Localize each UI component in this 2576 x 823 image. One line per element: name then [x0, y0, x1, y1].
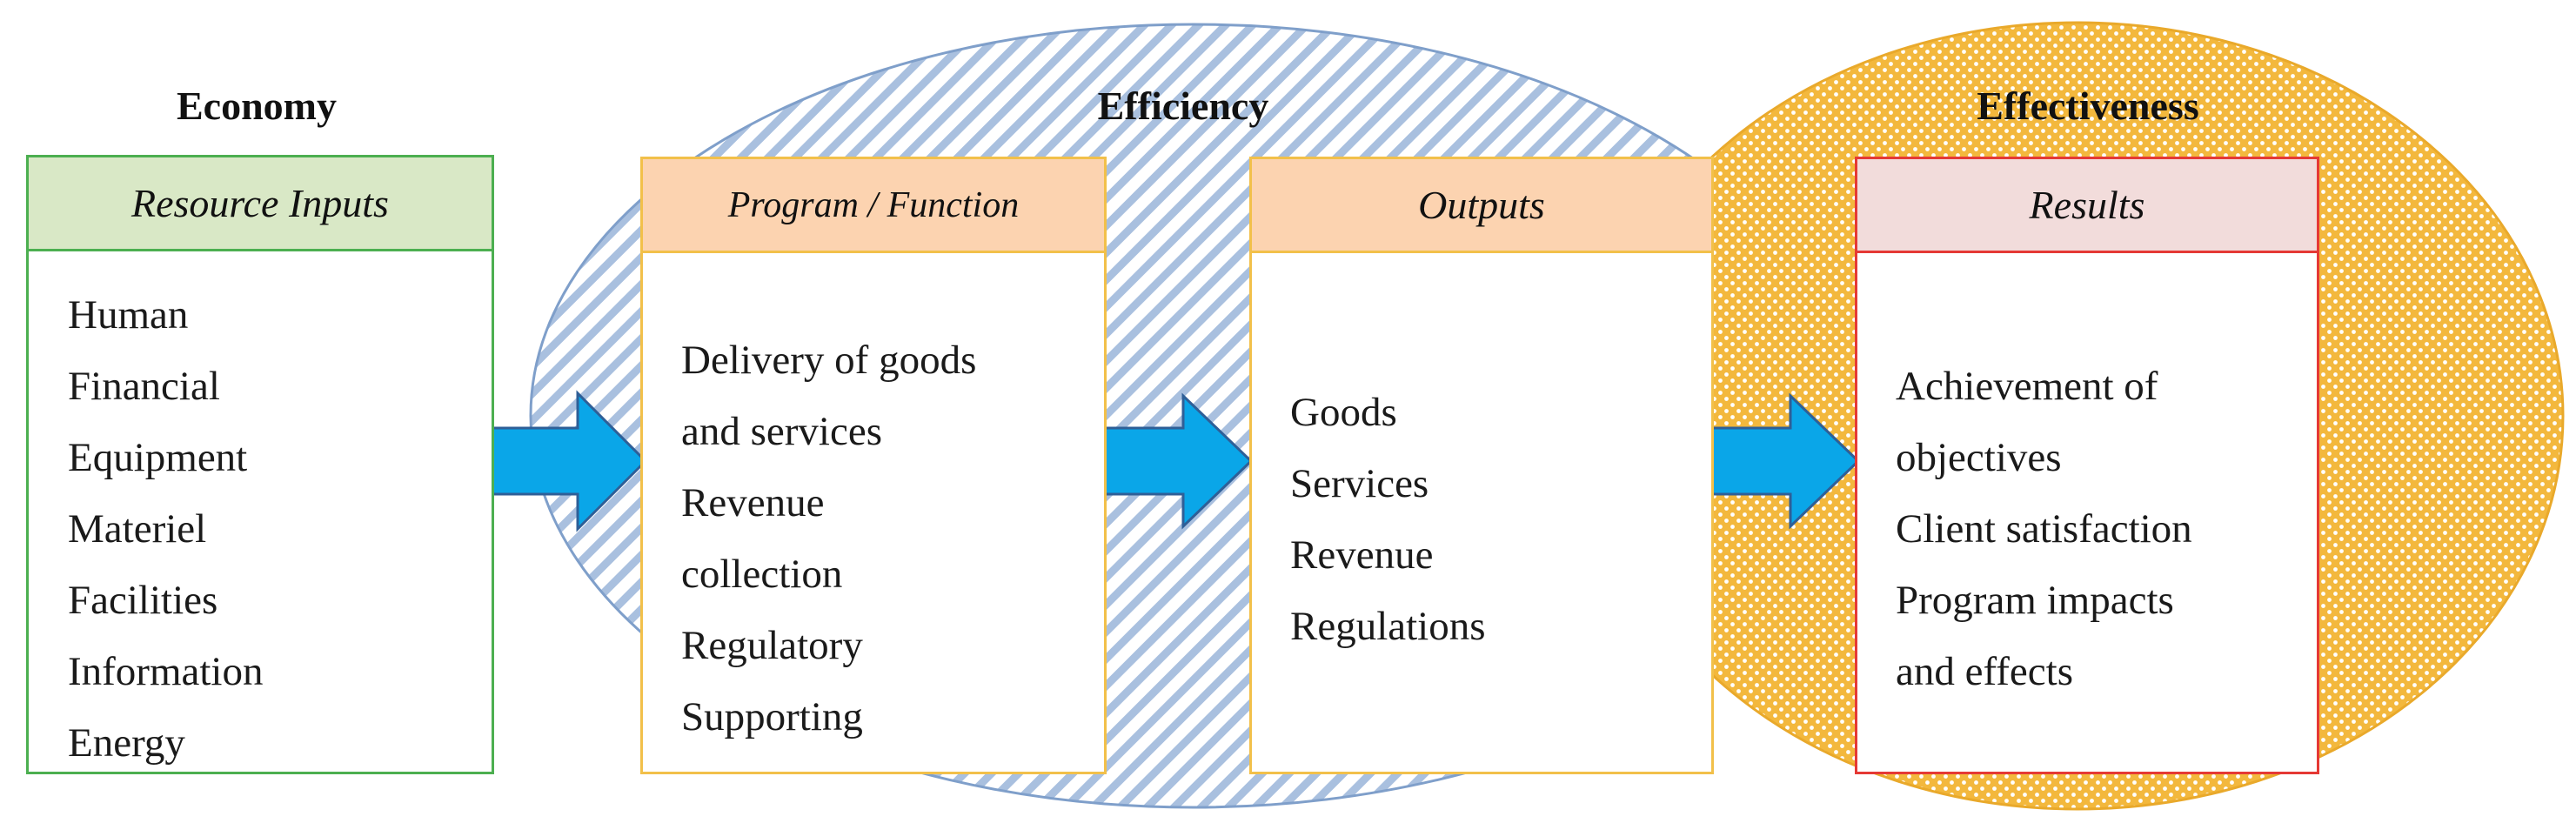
list-item: Human [68, 292, 189, 338]
list-item: Equipment [68, 435, 248, 480]
outputs-list: Goods Services Revenue Regulations [1252, 377, 1711, 662]
list-item: Energy [68, 720, 185, 766]
outputs-box: Outputs Goods Services Revenue Regulatio… [1249, 157, 1714, 774]
list-item: Financial [68, 364, 220, 409]
arrow-program-to-outputs [1101, 392, 1254, 530]
list-item: Program impacts [1896, 578, 2174, 623]
arrow-outputs-to-results [1709, 392, 1861, 530]
arrow-inputs-to-program [489, 390, 648, 532]
list-item: Facilities [68, 578, 218, 623]
list-item: Regulations [1290, 604, 1486, 649]
list-item: Information [68, 649, 264, 694]
list-item: Goods [1290, 390, 1397, 435]
list-item: Delivery of goods [681, 338, 977, 383]
results-list: Achievement of objectives Client satisfa… [1857, 351, 2317, 707]
program-function-title: Program / Function [643, 159, 1104, 253]
program-function-list: Delivery of goods and services Revenue c… [643, 325, 1104, 753]
list-item: Achievement of [1896, 364, 2158, 409]
list-item: Revenue [681, 480, 825, 525]
list-item: and services [681, 409, 882, 454]
results-box: Results Achievement of objectives Client… [1855, 157, 2319, 774]
list-item: collection [681, 552, 843, 597]
list-item: Materiel [68, 506, 207, 552]
list-item: Client satisfaction [1896, 506, 2192, 552]
outputs-title: Outputs [1252, 159, 1711, 253]
economy-heading: Economy [177, 84, 337, 128]
list-item: Supporting [681, 694, 863, 739]
list-item: Services [1290, 461, 1429, 506]
list-item: and effects [1896, 649, 2073, 694]
efficiency-heading: Efficiency [1097, 84, 1269, 128]
resource-inputs-title: Resource Inputs [29, 157, 492, 251]
list-item: Regulatory [681, 623, 863, 668]
list-item: Revenue [1290, 532, 1434, 578]
resource-inputs-list: Human Financial Equipment Materiel Facil… [29, 279, 492, 779]
effectiveness-heading: Effectiveness [1977, 84, 2199, 128]
resource-inputs-box: Resource Inputs Human Financial Equipmen… [26, 155, 494, 774]
program-function-box: Program / Function Delivery of goods and… [640, 157, 1107, 774]
results-title: Results [1857, 159, 2317, 253]
list-item: objectives [1896, 435, 2062, 480]
